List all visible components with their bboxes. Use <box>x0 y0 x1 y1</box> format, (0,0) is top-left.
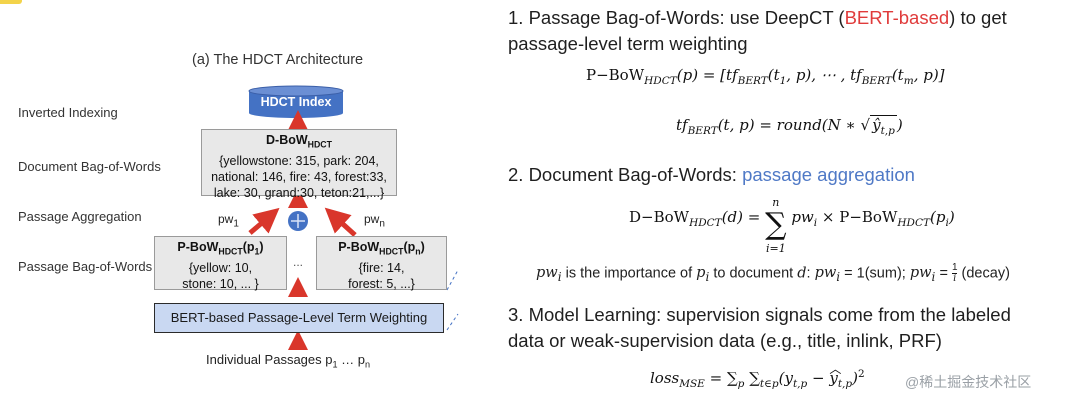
passage-ellipsis: ... <box>293 255 304 269</box>
pw-importance-note: pwi is the importance of pi to document … <box>536 262 1010 285</box>
section-2-heading: 2. Document Bag-of-Words: passage aggreg… <box>508 164 915 185</box>
formula-loss-mse: lossMSE = ∑p ∑t∈p(yt,p − yt,p︿)2 <box>650 362 865 390</box>
passage-bow-box-1: P-BoWHDCT(p1) {yellow: 10, stone: 10, ..… <box>154 236 287 291</box>
pbown-line2: forest: 5, ...} <box>348 276 415 291</box>
individual-passages-label: Individual Passages p1 … pn <box>206 352 371 370</box>
dbow-line1: {yellowstone: 315, park: 204, <box>219 153 379 168</box>
dbow-line2: national: 146, fire: 43, forest:33, <box>211 169 387 184</box>
passage-aggregation-highlight: passage aggregation <box>742 164 915 185</box>
corner-mark <box>0 0 22 4</box>
arrow-pw1 <box>248 207 280 235</box>
row-label-passage-bow: Passage Bag-of-Words <box>18 259 153 274</box>
document-bow-box: D-BoWHDCT {yellowstone: 315, park: 204, … <box>201 129 397 200</box>
watermark-text: @稀土掘金技术社区 <box>905 374 1032 390</box>
dbow-line3: lake: 30, grand:30, teton:21,...} <box>213 185 385 200</box>
formula-dbow: D−BoWHDCT(d) = n ∑ i=1 pwi × P−BoWHDCT(p… <box>629 196 955 255</box>
formula-pbow: P−BoWHDCT(p) = [tfBERT(t1, p), ⋯ , tfBER… <box>586 66 945 87</box>
row-label-document-bow: Document Bag-of-Words <box>18 159 161 174</box>
pbow1-line1: {yellow: 10, <box>188 260 253 275</box>
hdct-index-cylinder <box>248 85 344 118</box>
diagram-title: (a) The HDCT Architecture <box>192 52 364 68</box>
section-1-heading: 1. Passage Bag-of-Words: use DeepCT (BER… <box>508 7 1007 54</box>
passage-bow-box-n: P-BoWHDCT(pn) {fire: 14, forest: 5, ...} <box>316 236 447 291</box>
pw1-label: pw1 <box>218 212 239 230</box>
pbown-line1: {fire: 14, <box>358 260 405 275</box>
aggregation-plus-icon <box>288 211 308 231</box>
formula-tf-bert: tfBERT(t, p) = round(N ∗ √ŷt,p) <box>676 115 903 137</box>
bert-term-weighting-box: BERT-based Passage-Level Term Weighting <box>154 303 444 333</box>
hdct-index-label: HDCT Index <box>260 95 332 109</box>
pwn-label: pwn <box>364 212 385 230</box>
diagram-connectors <box>248 85 459 350</box>
row-label-passage-aggregation: Passage Aggregation <box>18 209 142 224</box>
section-3-heading: 3. Model Learning: supervision signals c… <box>508 304 1011 351</box>
bert-based-highlight: BERT-based <box>844 7 950 28</box>
pbow1-line2: stone: 10, ... } <box>182 276 259 291</box>
arrow-pwn <box>324 207 357 237</box>
row-label-inverted-indexing: Inverted Indexing <box>18 105 118 120</box>
